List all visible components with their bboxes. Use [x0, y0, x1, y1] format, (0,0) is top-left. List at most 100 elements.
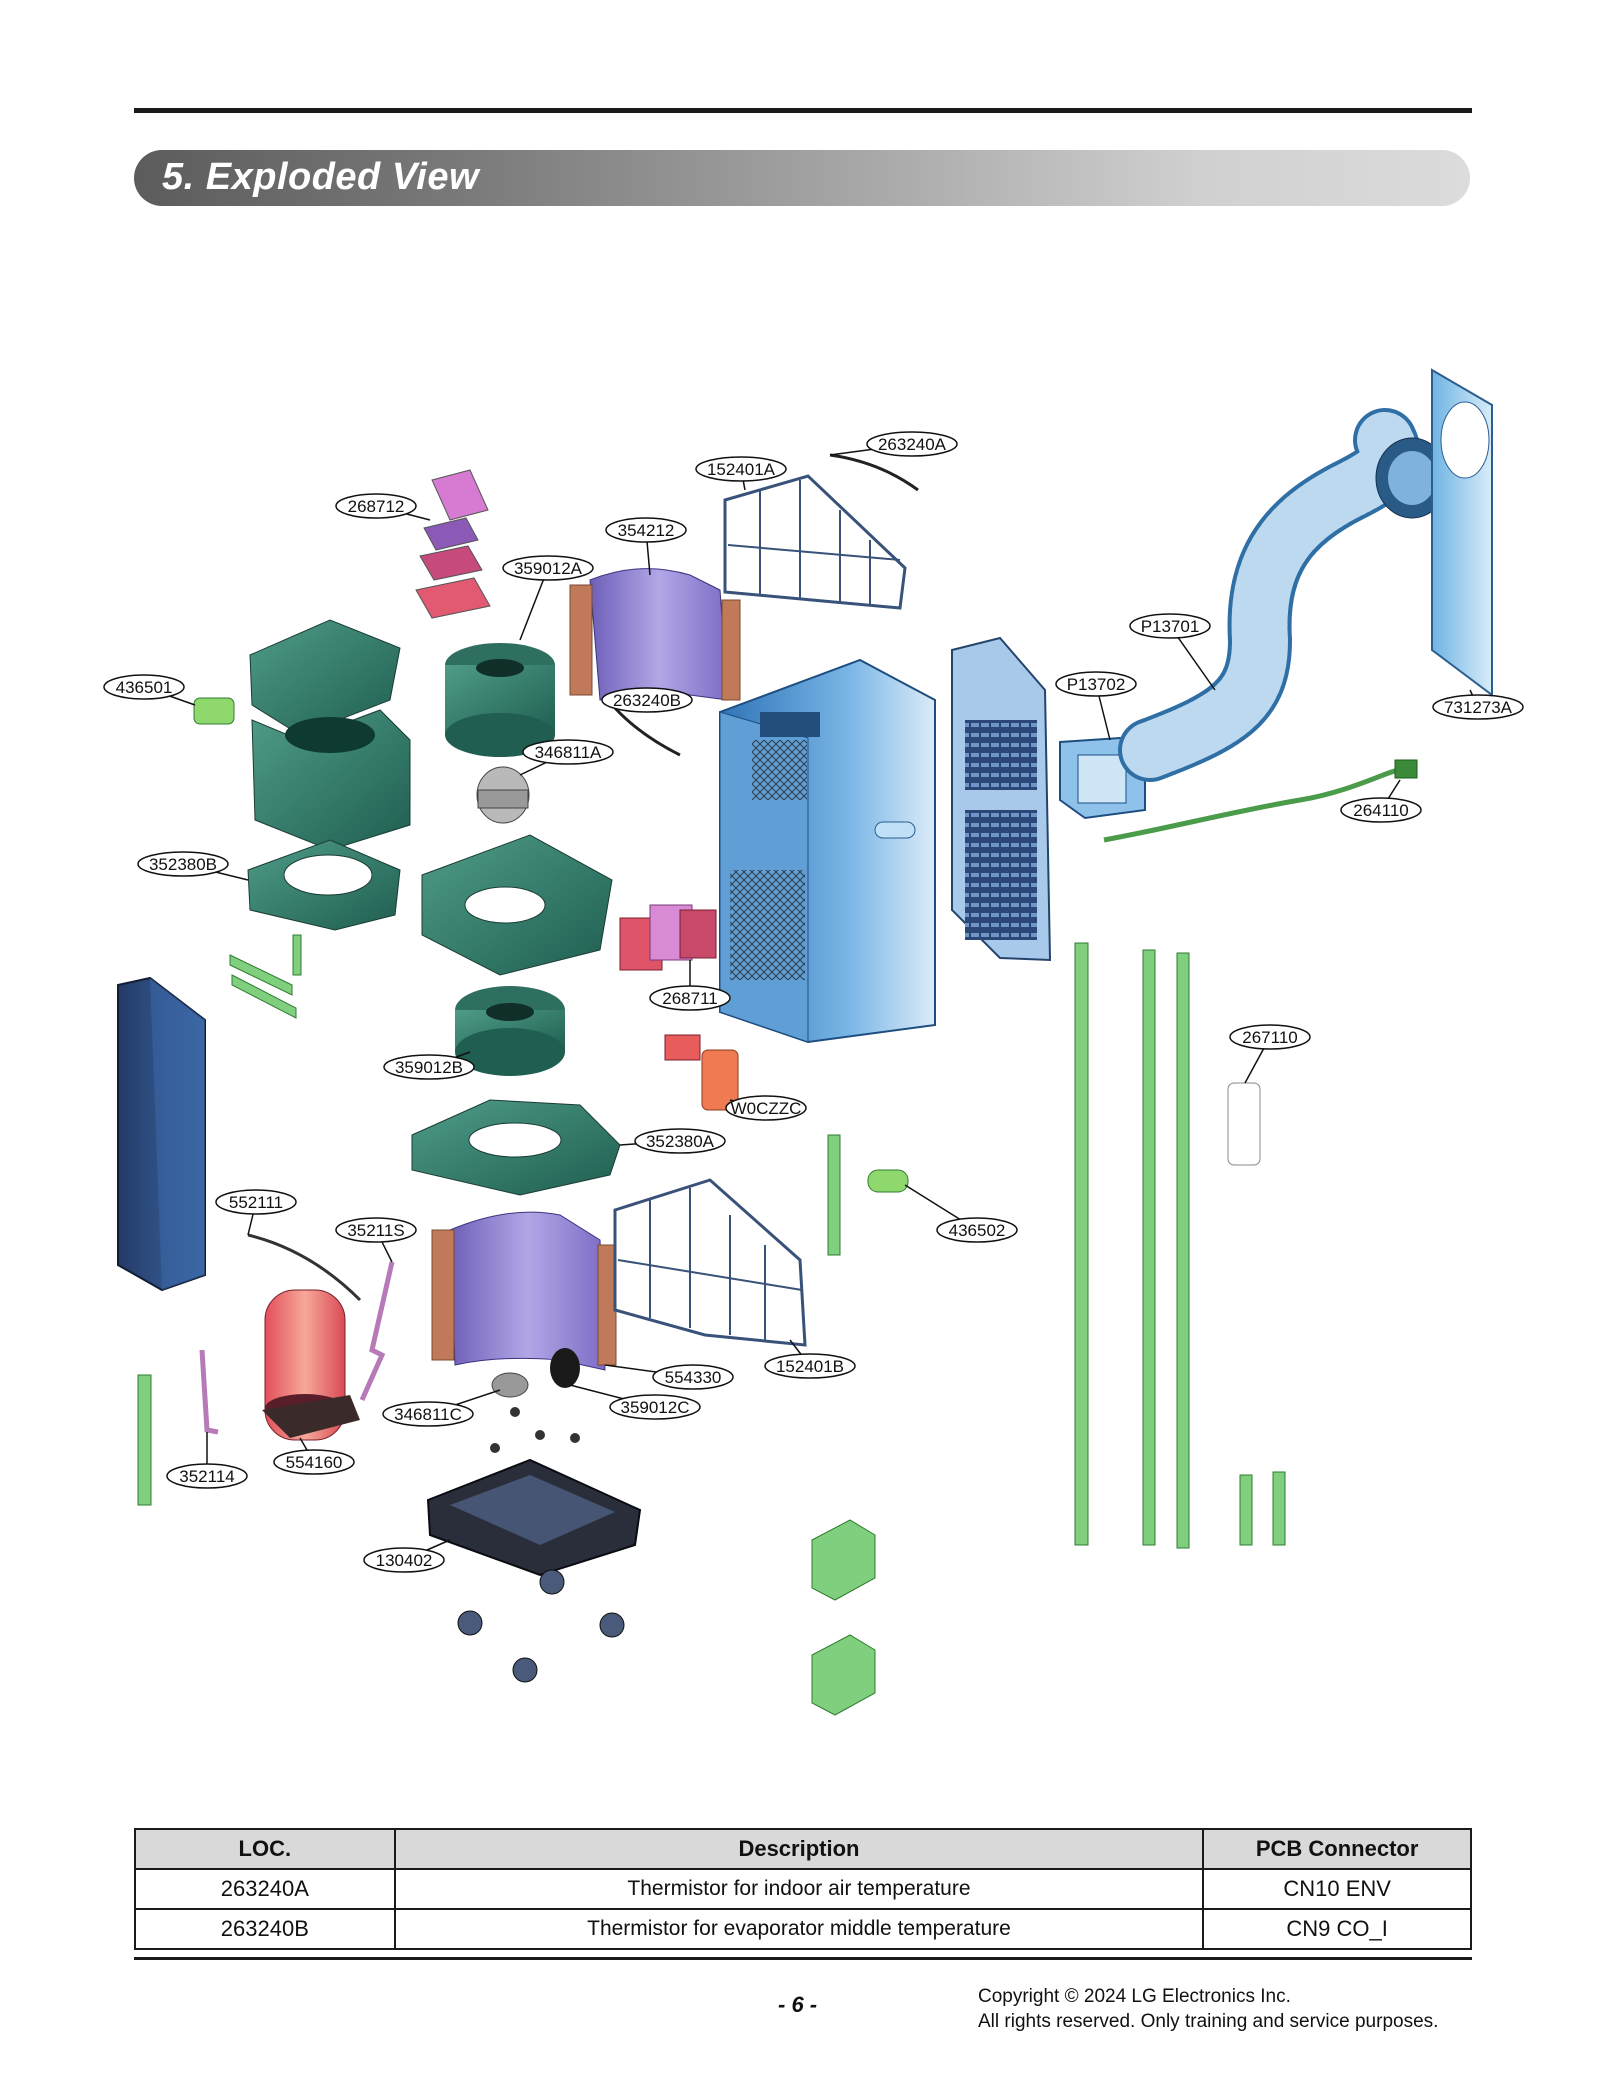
col-header-pcb-connector: PCB Connector: [1202, 1828, 1472, 1870]
callout-152401b: 152401B: [764, 1339, 856, 1379]
page-number: - 6 -: [778, 1992, 818, 2017]
callout-label: 359012B: [395, 1058, 463, 1077]
section-title: 5. Exploded View: [162, 156, 480, 198]
left-side-strip: [137, 1374, 152, 1506]
drain-fan: [550, 1348, 580, 1388]
callout-bubble: [866, 431, 958, 457]
callout-label: 268711: [662, 989, 717, 1008]
air-filter-lower: [613, 1178, 807, 1347]
callout-label: 346811C: [394, 1405, 462, 1424]
exploded-view-diagram: 263240A152401A268712354212359012AP13701P…: [103, 368, 1524, 1716]
callout-263240a: 263240A: [829, 431, 958, 457]
callout-bubble: [764, 1353, 856, 1379]
callout-bubble: [1055, 671, 1137, 697]
pipe-352114: [199, 1349, 219, 1435]
table-row: 263240B Thermistor for evaporator middle…: [134, 1908, 1472, 1950]
callout-554160: 554160: [273, 1437, 355, 1475]
copyright-notice: Copyright © 2024 LG Electronics Inc. All…: [978, 1984, 1438, 2034]
drain-fitting: [867, 1169, 909, 1193]
window-rails: [1074, 942, 1286, 1549]
fan-motor-upper: [476, 766, 530, 824]
screws: [490, 1407, 580, 1453]
cell-description: Thermistor for evaporator middle tempera…: [393, 1908, 1205, 1950]
power-cord: [1103, 759, 1418, 843]
callout-label: 263240B: [613, 691, 681, 710]
callout-359012a: 359012A: [502, 555, 594, 641]
callout-label: 354212: [618, 521, 675, 540]
table-header-row: LOC. Description PCB Connector: [134, 1828, 1472, 1870]
capacitor: [664, 1034, 739, 1111]
exhaust-hose: [1118, 408, 1422, 782]
callout-bubble: [601, 687, 693, 713]
heater-relay-block: [619, 904, 717, 971]
callout-436501: 436501: [103, 674, 196, 706]
pipe-35211s: [359, 1261, 395, 1402]
front-grille: [117, 976, 206, 1292]
callout-label: 359012C: [620, 1398, 689, 1417]
callout-152401a: 152401A: [695, 456, 787, 491]
fan-motor-lower: [491, 1372, 529, 1398]
callout-label: 264110: [1353, 801, 1408, 820]
callout-264110: 264110: [1340, 779, 1422, 823]
table-row: 263240A Thermistor for indoor air temper…: [134, 1868, 1472, 1910]
remote-control: [1227, 1082, 1261, 1166]
bottom-rule: [134, 1957, 1472, 1960]
callout-label: 130402: [376, 1551, 433, 1570]
callout-bubble: [605, 517, 687, 543]
casters: [457, 1569, 625, 1683]
callout-bubble: [1340, 797, 1422, 823]
callout-731273a: 731273A: [1432, 689, 1524, 720]
callout-bubble: [166, 1463, 248, 1489]
upper-fan-housing: [249, 619, 411, 851]
callout-263240b: 263240B: [601, 687, 693, 713]
callout-label: 436502: [949, 1221, 1006, 1240]
callout-359012c: 359012C: [569, 1384, 701, 1420]
air-filter-upper: [723, 474, 907, 610]
callout-label: 436501: [116, 678, 173, 697]
evaporator-coil-upper: [569, 568, 741, 701]
callout-130402: 130402: [363, 1539, 451, 1573]
callout-label: 152401A: [707, 460, 776, 479]
callout-352380b: 352380B: [137, 851, 249, 881]
callout-bubble: [383, 1054, 475, 1080]
callout-bubble: [652, 1364, 734, 1390]
callout-bubble: [273, 1449, 355, 1475]
callout-bubble: [215, 1189, 297, 1215]
callout-bubble: [502, 555, 594, 581]
callout-label: 352380A: [646, 1132, 715, 1151]
blower-housing-top: [445, 643, 555, 757]
callout-359012b: 359012B: [383, 1051, 475, 1080]
col-header-loc: LOC.: [134, 1828, 396, 1870]
callout-354212: 354212: [605, 517, 687, 576]
callout-p13702: P13702: [1055, 671, 1137, 741]
callout-267110: 267110: [1229, 1024, 1311, 1084]
callout-w0czzc: W0CZZC: [725, 1095, 807, 1121]
callout-labels: 263240A152401A268712354212359012AP13701P…: [103, 431, 1524, 1573]
callout-bubble: [335, 1217, 417, 1243]
rear-grille-panel: [951, 636, 1052, 962]
control-board-stack: [415, 469, 491, 619]
callout-436502: 436502: [904, 1184, 1018, 1243]
callout-bubble: [103, 674, 185, 700]
callout-bubble: [649, 985, 731, 1011]
callout-bubble: [1229, 1024, 1311, 1050]
callout-bubble: [1432, 694, 1524, 720]
base-pan: [426, 1458, 642, 1577]
mounting-brackets: [229, 934, 302, 1019]
cell-description: Thermistor for indoor air temperature: [393, 1868, 1205, 1910]
compressor: [262, 1289, 360, 1441]
section-header-bar: 5. Exploded View: [134, 150, 1470, 206]
callout-label: 552111: [229, 1193, 283, 1212]
callout-554330: 554330: [604, 1364, 734, 1390]
callout-label: 263240A: [878, 435, 947, 454]
window-slider-panel: [1431, 368, 1493, 697]
callout-346811a: 346811A: [519, 739, 614, 776]
callout-label: 267110: [1242, 1028, 1297, 1047]
callout-bubble: [382, 1401, 474, 1427]
display-knob: [193, 697, 235, 725]
callout-bubble: [363, 1547, 445, 1573]
callout-label: 731273A: [1444, 698, 1513, 717]
callout-label: P13702: [1067, 675, 1126, 694]
callout-label: 554160: [286, 1453, 343, 1472]
wire-552111: [247, 1233, 362, 1302]
